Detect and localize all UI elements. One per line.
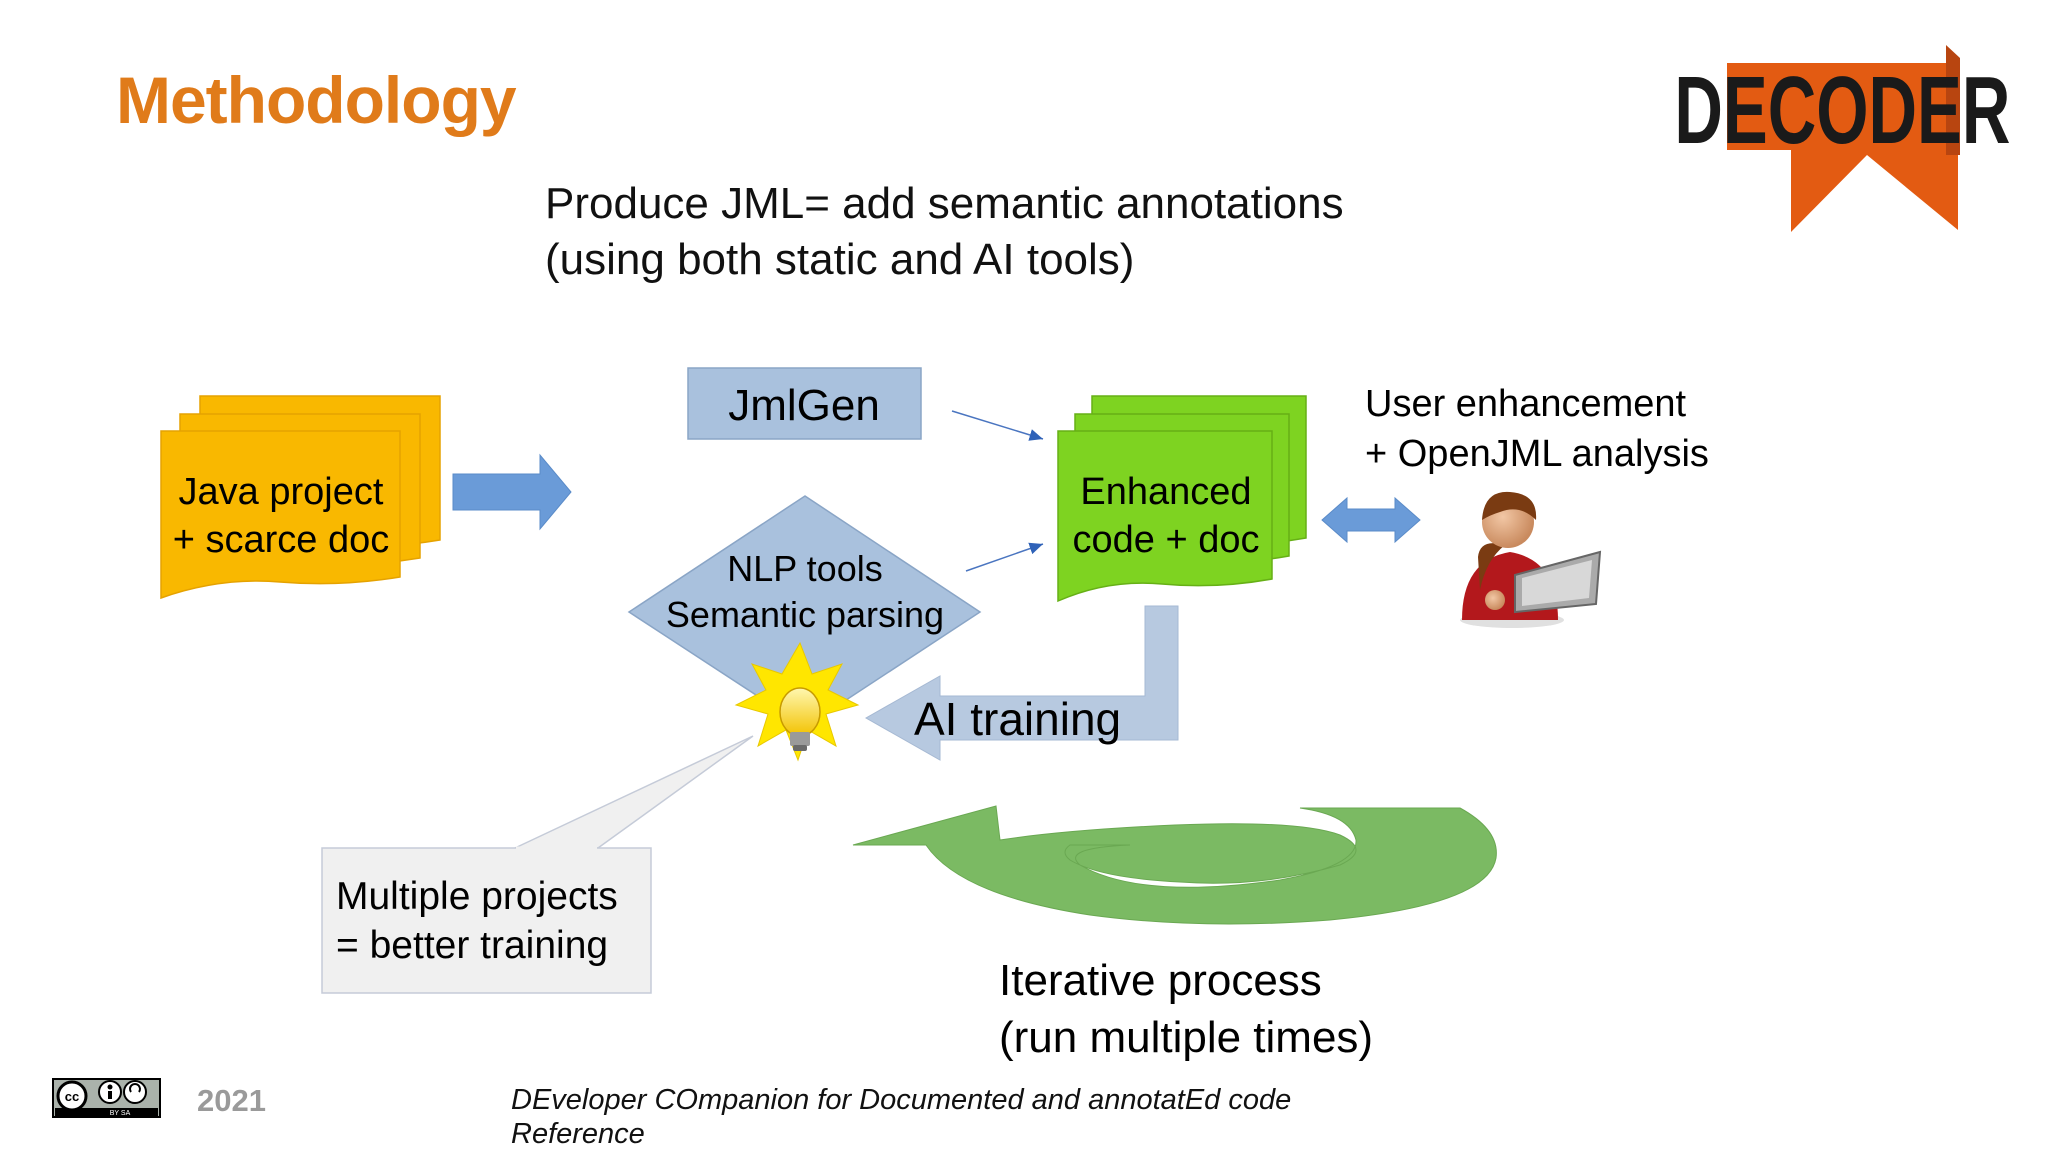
jmlgen-label: JmlGen	[728, 381, 880, 430]
slide-subtitle: Produce JML= add semantic annotations (u…	[545, 176, 1344, 288]
java-project-line-1: Java project	[179, 471, 384, 513]
user-line-2: + OpenJML analysis	[1365, 433, 1709, 475]
logo-ribbon-fold	[1946, 45, 1960, 155]
iterative-line-2: (run multiple times)	[999, 1013, 1373, 1062]
logo-ribbon-shape	[1727, 63, 1958, 232]
java-project-node: Java project + scarce doc	[160, 395, 441, 600]
arrow-nlp-to-enhanced	[965, 542, 1044, 572]
user-line-1: User enhancement	[1365, 383, 1687, 425]
double-arrow-user	[1321, 496, 1421, 544]
callout-line-2: = better training	[336, 924, 608, 967]
arrow-jmlgen-to-enhanced	[951, 410, 1044, 441]
slide-title: Methodology	[116, 63, 517, 137]
callout-line-1: Multiple projects	[336, 875, 618, 918]
subtitle-line-1: Produce JML= add semantic annotations	[545, 179, 1344, 228]
user-with-laptop-icon	[1460, 491, 1602, 628]
java-project-line-2: + scarce doc	[173, 519, 390, 561]
footer-text-line-1: DEveloper COmpanion for Documented and a…	[511, 1084, 1292, 1116]
decoder-logo: DECODER	[1674, 45, 2010, 232]
iterative-line-1: Iterative process	[999, 956, 1322, 1005]
arrow-java-to-tools	[452, 453, 572, 531]
jmlgen-node: JmlGen	[687, 367, 922, 440]
enhanced-node: Enhanced code + doc	[1057, 395, 1307, 603]
logo-text: DECODER	[1674, 56, 2010, 164]
subtitle-line-2: (using both static and AI tools)	[545, 235, 1135, 284]
enhanced-line-2: code + doc	[1073, 519, 1260, 561]
iterative-loop-arrow	[852, 805, 1497, 925]
ai-training-label: AI training	[914, 693, 1121, 745]
footer-year: 2021	[197, 1083, 266, 1118]
nlp-tools-line-1: NLP tools	[727, 548, 882, 589]
enhanced-line-1: Enhanced	[1080, 471, 1251, 513]
footer-text: DEveloper COmpanion for Documented and a…	[511, 1083, 1411, 1151]
nlp-tools-line-2: Semantic parsing	[666, 594, 944, 635]
light-bulb-icon	[734, 641, 860, 762]
ai-training-arrow: AI training	[864, 605, 1179, 761]
svg-text:cc: cc	[65, 1089, 79, 1104]
callout-multiple-projects: Multiple projects = better training	[321, 735, 754, 994]
footer-text-line-2: Reference	[511, 1118, 645, 1150]
cc-by-sa-icon: cc BY SA	[52, 1078, 161, 1118]
license-text: BY SA	[110, 1110, 131, 1117]
